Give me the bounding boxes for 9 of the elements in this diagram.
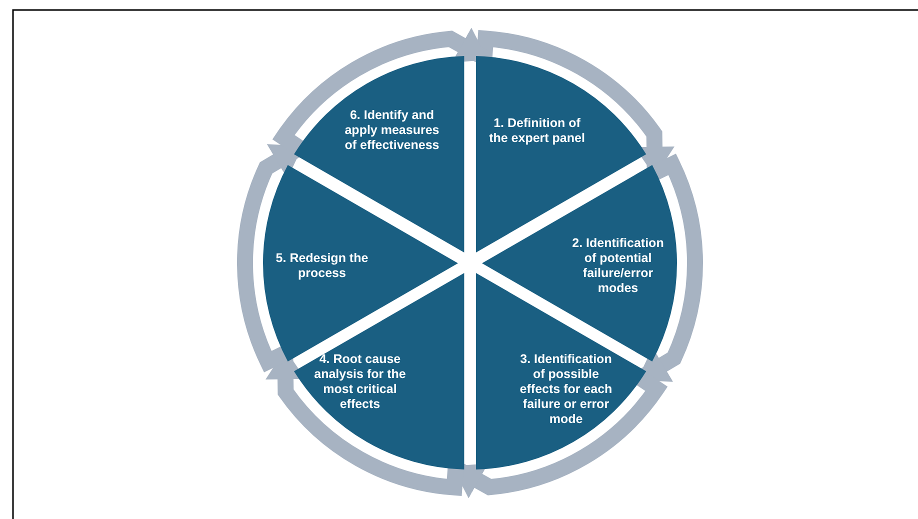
segment-label: 6. Identify and apply measures of effectiveness <box>344 108 440 153</box>
segment-label: 1. Definition of the expert panel <box>488 116 586 146</box>
segment-label: 5. Redesign the process <box>274 250 370 281</box>
pie-segment <box>263 164 458 362</box>
segment-label: 2. Identification of potential failure/error modes <box>571 236 665 296</box>
segment-label: 4. Root cause analysis for the most critical effects <box>313 352 407 412</box>
pie-segment <box>294 56 464 253</box>
segment-label: 3. Identification of possible effects for each failure or error mode <box>518 352 614 427</box>
pie-segment <box>482 164 677 362</box>
